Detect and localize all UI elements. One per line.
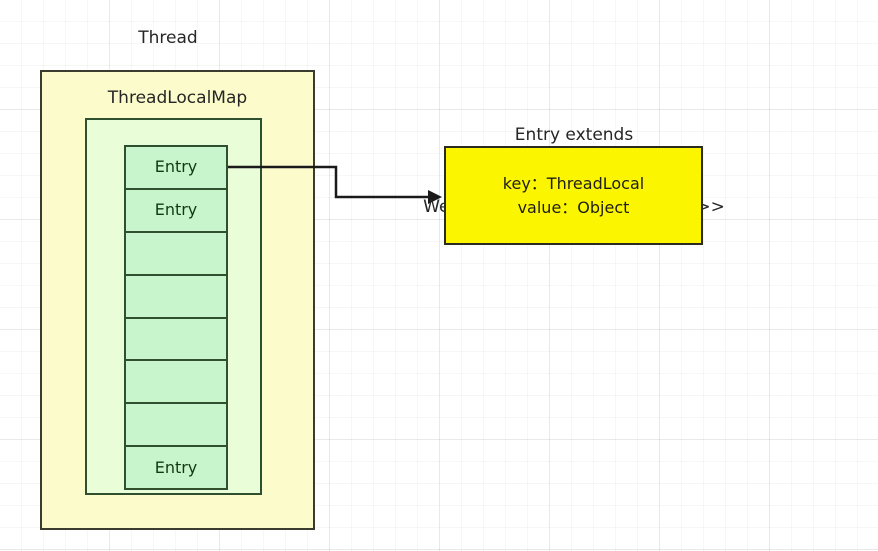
entry-cell[interactable]: Entry: [126, 147, 226, 190]
entry-cell[interactable]: [126, 275, 226, 319]
entry-cell[interactable]: [126, 232, 226, 276]
entry-cell[interactable]: [126, 318, 226, 362]
entry-cell[interactable]: Entry: [126, 447, 226, 490]
entry-cell[interactable]: Entry: [126, 189, 226, 233]
entry-detail-box: key：ThreadLocal value：Object: [444, 146, 703, 245]
entry-cell[interactable]: [126, 404, 226, 448]
entry-extends-line-1: Entry extends: [514, 125, 634, 145]
entry-value-line: value：Object: [517, 197, 630, 217]
threadlocalmap-label: ThreadLocalMap: [107, 88, 248, 108]
thread-label: Thread: [138, 28, 198, 48]
entry-stack: Entry Entry Entry: [124, 145, 228, 490]
entry-key-line: key：ThreadLocal: [502, 173, 645, 193]
entry-cell[interactable]: [126, 361, 226, 405]
